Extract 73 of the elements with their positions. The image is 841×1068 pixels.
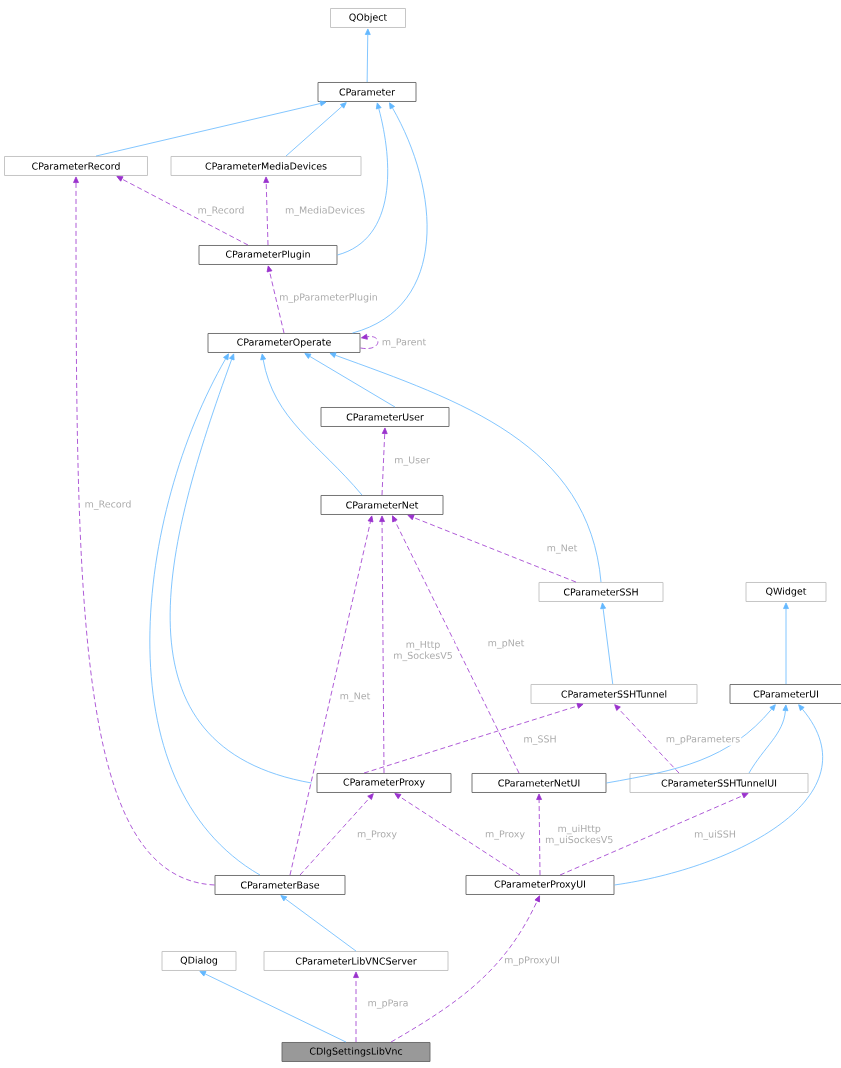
arrow [266,265,285,334]
arrow [337,102,389,256]
arrow [329,352,602,583]
edge-label: m_pParameters [664,734,742,746]
arrow [614,704,823,886]
arrow [364,28,371,83]
class-box: CParameterBase [214,875,346,895]
arrow [304,353,396,408]
arrow [353,971,359,1043]
arrow [260,353,363,496]
arrow [299,793,374,876]
class-box: CParameterNet [320,495,444,515]
arrow [199,971,347,1043]
class-box: CParameterPlugin [198,245,338,265]
edge-label: m_pProxyUI [503,955,561,967]
arrow [285,102,347,157]
arrow [748,704,789,774]
arrow [169,353,312,784]
arrow [394,793,521,876]
arrow [559,792,749,876]
class-box: QDialog [161,951,237,971]
arrow [363,703,584,774]
edge-label: m_Proxy [484,829,526,841]
class-box: CParameterLibVNCServer [263,951,449,971]
arrow [536,793,542,876]
class-box: CParameterNetUI [471,773,607,793]
edge-label: m_Proxy [356,829,398,841]
class-box: QObject [330,8,406,28]
arrow [381,427,388,496]
edge-label: m_pParameterPlugin [278,292,379,304]
class-box: CParameterSSH [538,582,664,602]
class-box: CParameterProxy [316,773,452,793]
class-box: CParameterSSHTunnel [530,684,698,704]
class-box: CParameterSSHTunnelUI [629,773,809,793]
arrow [390,895,540,1043]
arrow [360,333,379,349]
class-box: CParameterProxyUI [465,875,615,895]
arrow [392,515,520,774]
arrow [407,514,577,583]
arrow [95,100,327,157]
class-box: CParameterRecord [4,156,148,176]
arrow [149,353,261,876]
class-box: CParameter [317,82,417,102]
arrow [352,102,428,334]
edge-label: m_pNet [486,638,526,650]
class-box: CParameterMediaDevices [170,156,362,176]
edge-label: m_pPara [366,998,410,1010]
class-box: CDlgSettingsLibVnc [281,1042,431,1062]
arrow [600,602,614,685]
arrow [606,704,776,784]
arrow [289,515,374,876]
arrow [263,176,270,246]
class-box: CParameterUI [729,684,841,704]
arrow [614,704,680,774]
arrow [116,176,249,246]
edge-label: m_Http m_SockesV5 [392,639,454,663]
edge-label: m_uiHttp m_uiSockesV5 [542,823,617,847]
edge-label: m_Net [338,691,372,703]
arrow [379,515,385,774]
arrow [280,895,357,952]
edge-label: m_Net [545,543,579,555]
edge-label: m_Record [196,205,246,217]
class-box: QWidget [745,582,827,602]
edge-label: m_MediaDevices [284,205,366,217]
edge-label: m_Record [83,499,133,511]
class-box: CParameterOperate [207,333,361,353]
class-box: CParameterUser [320,407,450,427]
edge-label: m_Parent [380,337,428,349]
edge-label: m_SSH [522,734,558,746]
arrow [783,602,789,685]
edge-label: m_User [393,455,431,467]
arrow [73,176,215,886]
edge-label: m_uiSSH [693,829,737,841]
